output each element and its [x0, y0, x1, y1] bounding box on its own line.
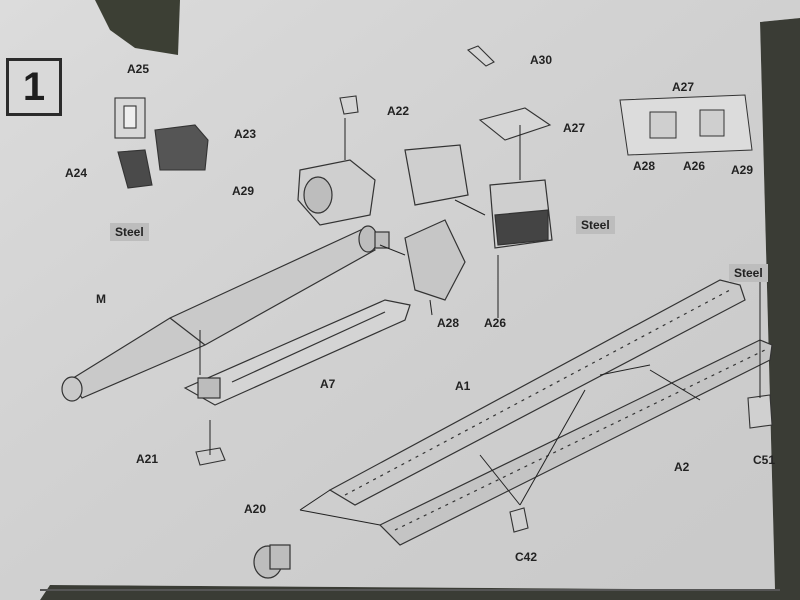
label-a1: A1 [455, 379, 471, 393]
inset-label-a27: A27 [672, 80, 695, 94]
label-a22: A22 [387, 104, 410, 118]
label-m: M [96, 292, 106, 306]
step-number-box: 1 [6, 58, 62, 116]
part-a7 [183, 299, 411, 406]
label-a26: A26 [484, 316, 507, 330]
inset-label-a26: A26 [683, 159, 706, 173]
label-a21: A21 [136, 452, 159, 466]
steel-tag-3: Steel [729, 264, 768, 282]
steel-tag-1: Steel [110, 223, 149, 241]
label-a25: A25 [127, 62, 150, 76]
inset-label-a29: A29 [731, 163, 754, 177]
label-a23: A23 [234, 127, 257, 141]
inset-label-a28: A28 [633, 159, 656, 173]
part-c42 [509, 507, 529, 533]
part-a20 [253, 544, 291, 579]
part-a29 [297, 159, 376, 226]
rail-a2 [378, 339, 773, 546]
inset-a27-a28-a26-a29 [619, 94, 753, 156]
parts-a30-a27 [466, 45, 552, 141]
part-a26 [404, 144, 553, 249]
label-a7: A7 [320, 377, 336, 391]
part-a22 [339, 95, 359, 115]
barrel-m [61, 225, 390, 402]
label-a24: A24 [65, 166, 88, 180]
label-a28: A28 [437, 316, 460, 330]
label-c51: C51 [753, 453, 776, 467]
part-a21 [195, 447, 226, 466]
rail-a1 [328, 279, 746, 506]
label-a2: A2 [674, 460, 690, 474]
label-a20: A20 [244, 502, 267, 516]
steel-tag-2: Steel [576, 216, 615, 234]
part-a28 [404, 219, 466, 301]
parts-a25-a23-a24 [114, 97, 209, 189]
part-c51 [747, 394, 773, 429]
label-a29: A29 [232, 184, 255, 198]
label-a30: A30 [530, 53, 553, 67]
sprue-corner [95, 0, 180, 55]
assembly-lines [199, 118, 761, 526]
step-number: 1 [22, 64, 46, 109]
label-c42: C42 [515, 550, 538, 564]
label-a27: A27 [563, 121, 586, 135]
